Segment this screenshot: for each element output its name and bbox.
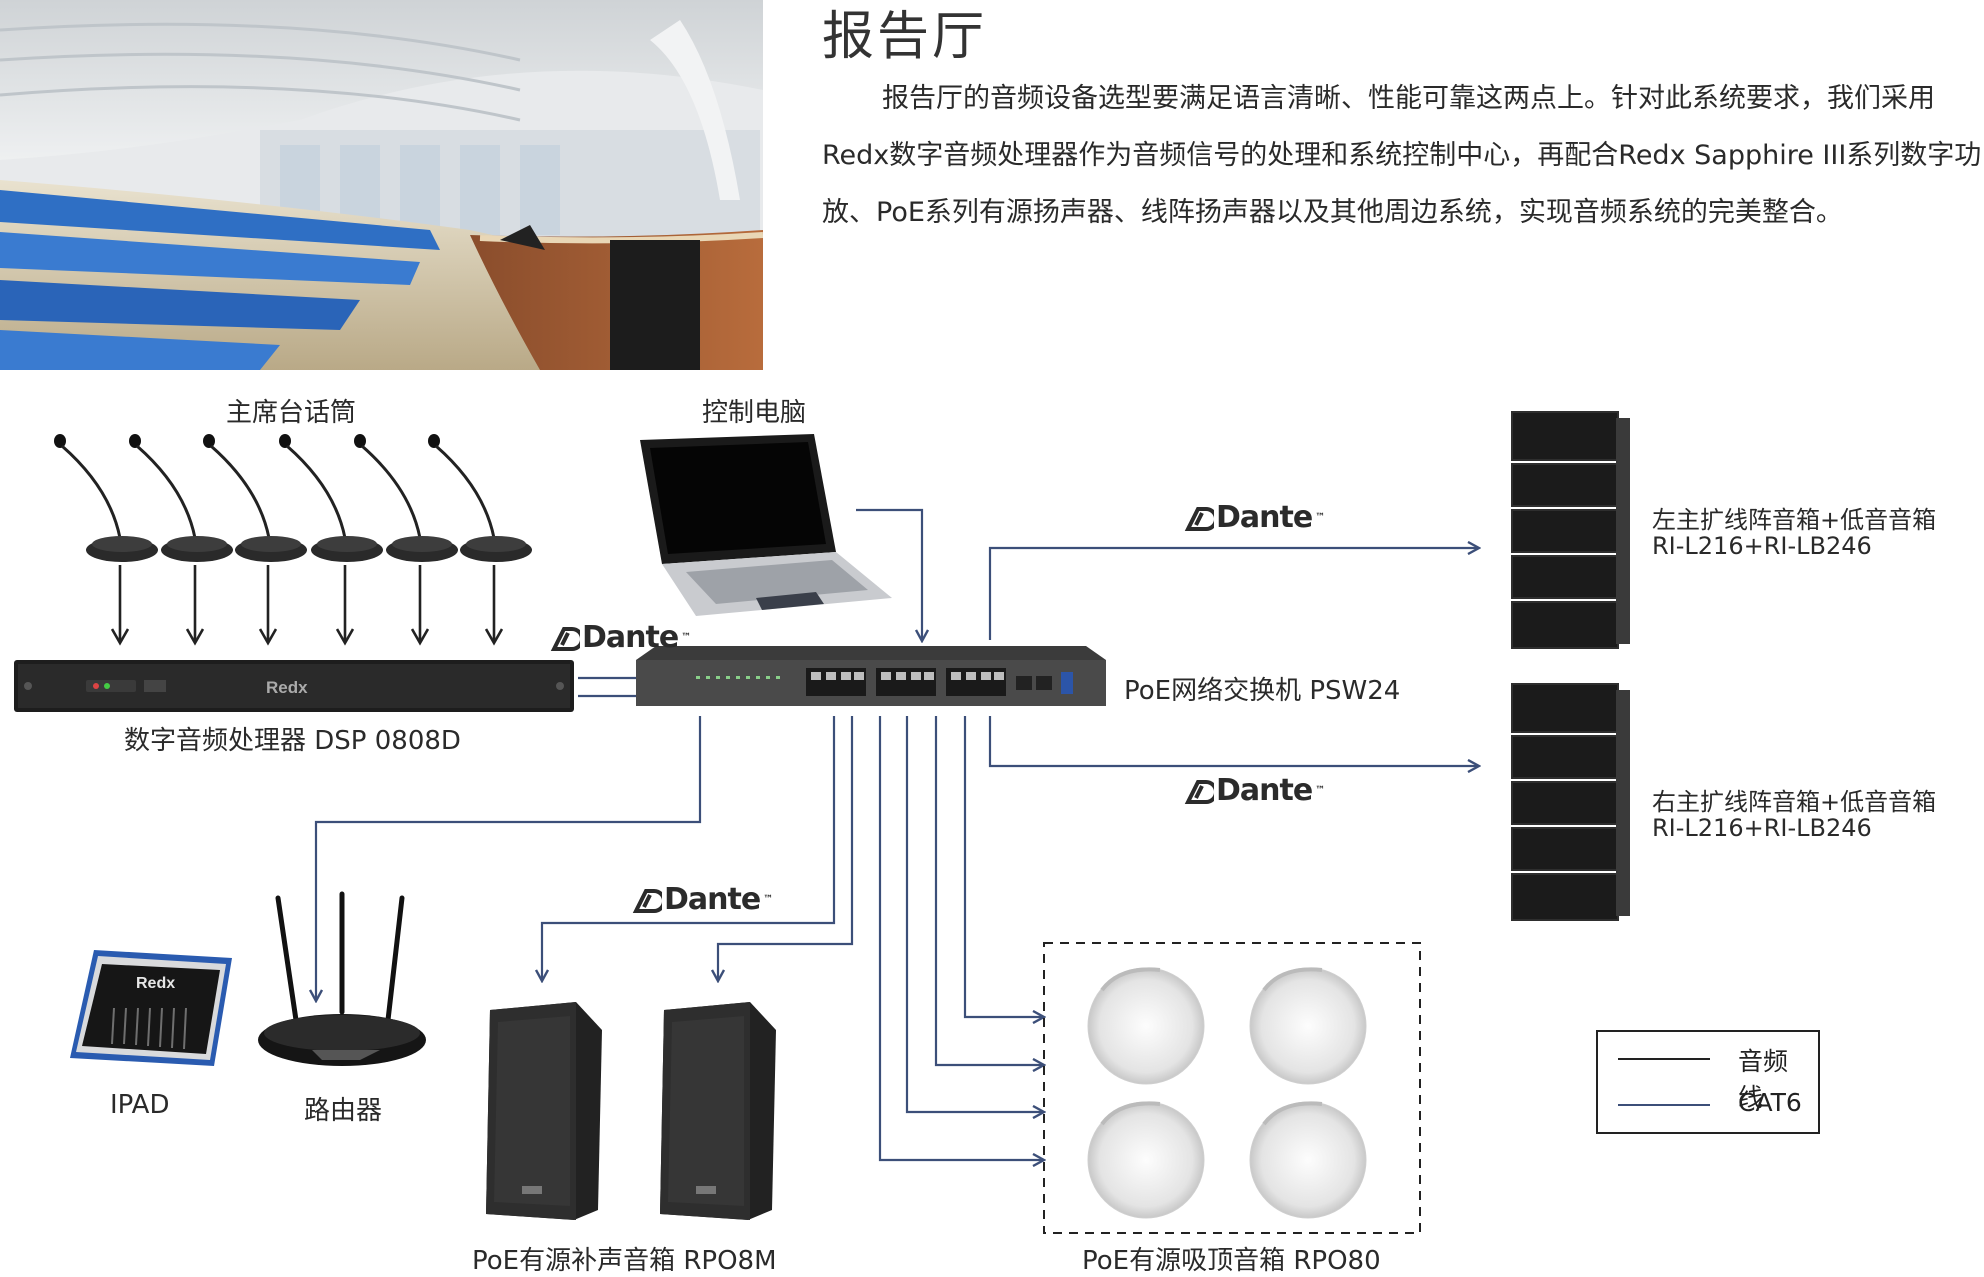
router-label: 路由器 <box>304 1090 382 1127</box>
dante-logo-icon <box>550 625 580 651</box>
ipad-icon: Redx <box>64 948 234 1068</box>
dante-logo-icon <box>632 887 662 913</box>
right-array-label-line2: RI-L216+RI-LB246 <box>1652 814 1872 842</box>
microphone-icon <box>54 434 158 562</box>
poe-fill-speaker-label: PoE有源补声音箱 RPO8M <box>472 1240 777 1277</box>
ceiling-speaker-icon <box>1250 1102 1366 1218</box>
ceiling-speaker-icon <box>1250 968 1366 1084</box>
ceiling-speaker-group <box>1080 960 1390 1230</box>
legend-audio-row: 音频线 <box>1618 1038 1808 1078</box>
mic-audio-lines <box>120 565 494 642</box>
left-array-label-line2: RI-L216+RI-LB246 <box>1652 532 1872 560</box>
legend: 音频线 CAT6 <box>1596 1030 1820 1134</box>
router-icon <box>250 890 430 1070</box>
left-array-label-line1: 左主扩线阵音箱+低音音箱 <box>1652 500 1936 535</box>
poe-switch-psw24-device <box>636 646 1106 710</box>
right-array-label-line1: 右主扩线阵音箱+低音音箱 <box>1652 782 1936 817</box>
ceiling-speaker-icon <box>1088 968 1204 1084</box>
poe-ceiling-speaker-label: PoE有源吸顶音箱 RPO80 <box>1082 1240 1381 1277</box>
legend-audio-swatch <box>1618 1058 1710 1060</box>
dante-logo-icon <box>1184 778 1214 804</box>
svg-text:Redx: Redx <box>266 678 308 697</box>
left-line-array-speaker-icon <box>1508 408 1632 652</box>
switch-label: PoE网络交换机 PSW24 <box>1124 670 1400 707</box>
poe-fill-speaker-icon <box>654 1000 784 1222</box>
gooseneck-microphone-icons <box>40 428 540 568</box>
dante-logo-icon <box>1184 505 1214 531</box>
poe-fill-speaker-icon <box>480 1000 610 1222</box>
legend-cat6-label: CAT6 <box>1738 1088 1802 1117</box>
laptop-icon <box>636 432 896 622</box>
right-line-array-speaker-icon <box>1508 680 1632 924</box>
ceiling-speaker-icon <box>1088 1102 1204 1218</box>
legend-cat6-row: CAT6 <box>1618 1084 1808 1124</box>
dsp-label: 数字音频处理器 DSP 0808D <box>124 720 461 757</box>
svg-text:Redx: Redx <box>136 975 175 992</box>
ipad-label: IPAD <box>110 1090 170 1120</box>
control-pc-label: 控制电脑 <box>702 392 806 429</box>
legend-cat6-swatch <box>1618 1104 1710 1106</box>
dsp-0808d-device: Redx <box>14 660 574 712</box>
mics-label: 主席台话筒 <box>226 392 356 429</box>
